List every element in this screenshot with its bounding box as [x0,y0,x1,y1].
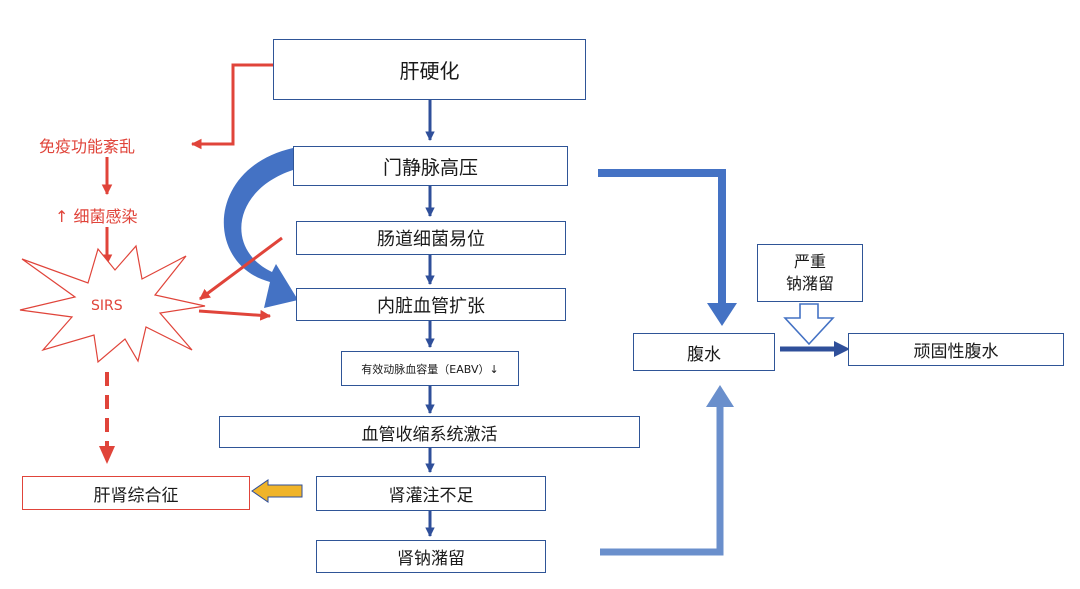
arrow-cirrhosis-to-immune [190,63,273,150]
node-hepatorenal-syndrome: 肝肾综合征 [22,476,250,510]
arrow-portal-to-ascites [598,169,726,305]
arrow-retention-to-ascites [600,405,724,556]
curved-arrow-portal-to-vasodilation [223,148,298,308]
node-bacterial-translocation: 肠道细菌易位 [296,221,566,255]
hollow-arrow-severe-retention [783,303,835,346]
node-renal-sodium-retention: 肾钠潴留 [316,540,546,573]
node-ascites: 腹水 [633,333,775,371]
arrow-ascites-to-refractory-head [834,341,850,357]
node-renal-hypoperfusion-label: 肾灌注不足 [388,486,474,506]
node-eabv: 有效动脉血容量（EABV）↓ [341,351,519,386]
sirs-burst-shape [19,244,206,364]
node-ascites-label: 腹水 [687,344,721,365]
node-bacterial-translocation-label: 肠道细菌易位 [377,229,485,250]
node-portal-hypertension-label: 门静脉高压 [382,156,478,179]
label-immune-dysfunction-text: 免疫功能紊乱 [39,137,136,156]
node-cirrhosis: 肝硬化 [273,39,586,100]
node-refractory-ascites: 顽固性腹水 [848,333,1064,366]
node-renal-hypoperfusion: 肾灌注不足 [316,476,546,511]
node-hepatorenal-syndrome-label: 肝肾综合征 [93,485,179,506]
label-sirs: SIRS [91,298,123,314]
dashed-arrow-sirs-to-hepatorenal-head [99,446,115,464]
node-cirrhosis-label: 肝硬化 [399,59,460,83]
label-sirs-text: SIRS [91,298,123,314]
node-renal-sodium-retention-label: 肾钠潴留 [397,549,465,569]
node-eabv-label: 有效动脉血容量（EABV）↓ [361,362,499,376]
arrow-portal-to-ascites-head [707,303,737,326]
arrow-hypoperfusion-to-hepatorenal [251,479,303,503]
arrow-translocation-to-sirs [199,236,283,301]
arrow-retention-to-ascites-head [706,385,734,407]
arrow-sirs-to-vasodilation [198,309,272,321]
node-severe-sodium-retention: 严重 钠潴留 [757,244,863,302]
label-bacterial-infection: ↑ 细菌感染 [55,203,138,227]
node-vasoconstrictor-activation-label: 血管收缩系统激活 [361,424,498,445]
label-immune-dysfunction: 免疫功能紊乱 [39,133,135,157]
label-bacterial-infection-text: ↑ 细菌感染 [55,207,138,226]
node-visceral-vasodilation-label: 内脏血管扩张 [377,295,485,317]
node-vasoconstrictor-activation: 血管收缩系统激活 [219,416,640,448]
node-visceral-vasodilation: 内脏血管扩张 [296,288,566,321]
node-severe-sodium-retention-label: 严重 钠潴留 [785,252,834,293]
node-portal-hypertension: 门静脉高压 [293,146,568,186]
node-refractory-ascites-label: 顽固性腹水 [913,342,999,362]
